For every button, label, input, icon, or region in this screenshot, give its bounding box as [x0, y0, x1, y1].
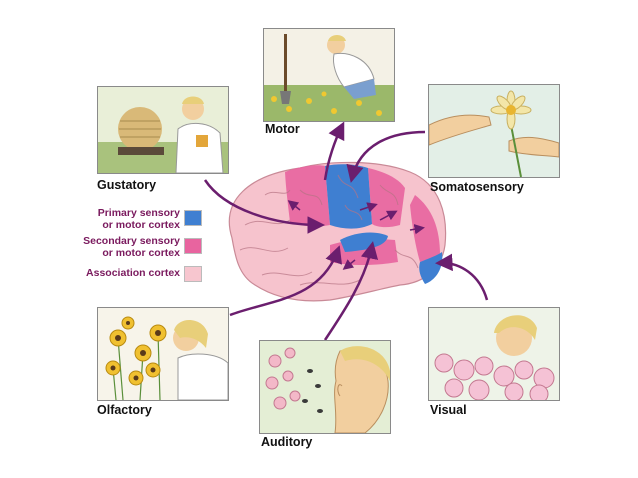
somatosensory-arrow	[346, 130, 426, 183]
auditory-arrow	[323, 241, 379, 341]
olfactory-label: Olfactory	[97, 403, 152, 417]
legend-association-swatch	[184, 266, 202, 282]
auditory-illustration	[259, 340, 391, 434]
legend-primary-swatch	[184, 210, 202, 226]
legend-association-label: Association cortex	[86, 267, 180, 279]
visual-arrow	[435, 253, 489, 301]
motor-arrow	[323, 121, 345, 181]
pathway-arrows	[203, 121, 489, 341]
legend-secondary-label: Secondary sensory or motor cortex	[83, 235, 180, 259]
gustatory-arrow	[203, 179, 325, 234]
gustatory-illustration	[97, 86, 229, 174]
motor-label: Motor	[265, 122, 300, 136]
gustatory-label: Gustatory	[97, 178, 157, 192]
motor-illustration	[263, 28, 395, 122]
visual-label: Visual	[430, 403, 467, 417]
auditory-label: Auditory	[261, 435, 313, 449]
legend-primary-label: Primary sensory or motor cortex	[97, 207, 180, 231]
brain-secondary-visual	[410, 195, 440, 262]
brain-secondary-motor	[285, 165, 330, 227]
olfactory-illustration	[97, 307, 229, 401]
olfactory-arrow	[229, 245, 342, 317]
visual-illustration	[428, 307, 560, 401]
somatosensory-label: Somatosensory	[430, 180, 524, 194]
brain-primary-motor-somato	[325, 164, 372, 229]
somatosensory-illustration	[428, 84, 560, 178]
legend-secondary-swatch	[184, 238, 202, 254]
brain	[228, 161, 447, 302]
